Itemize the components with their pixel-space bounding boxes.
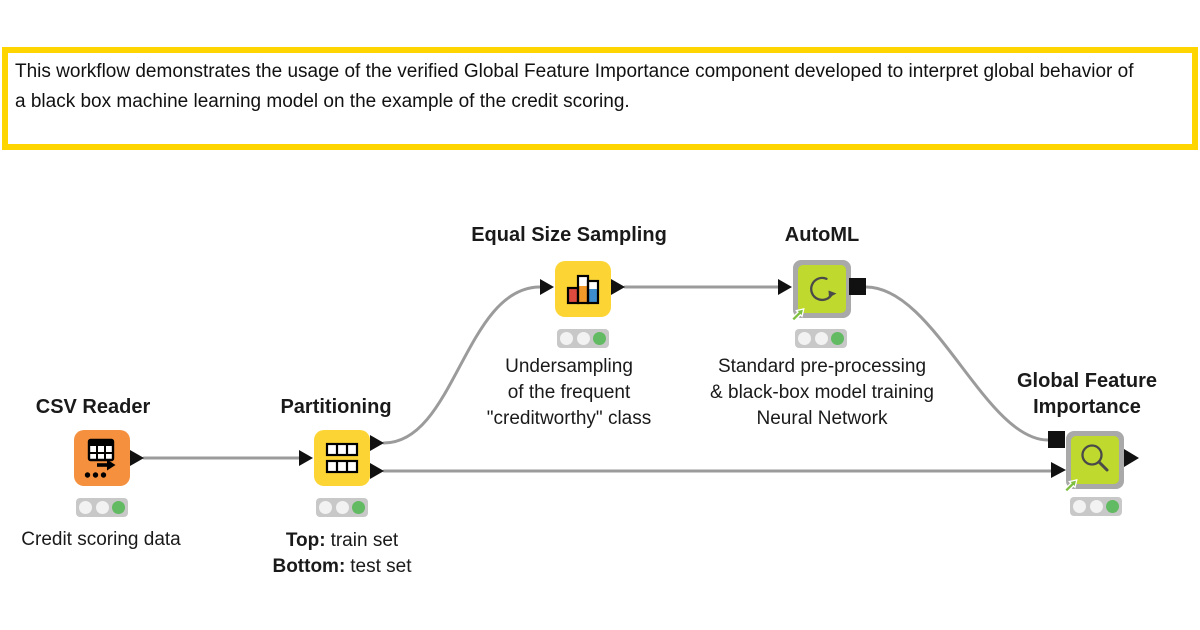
node-global-feature-importance[interactable]: [1063, 431, 1124, 494]
status-light-off: [814, 332, 828, 345]
component-body: [798, 265, 846, 313]
comment-value: train set: [330, 530, 399, 551]
table-export-icon: [84, 438, 116, 478]
status-light-off: [79, 501, 92, 514]
port-out-csv-reader[interactable]: [130, 450, 144, 466]
port-out-equal-size-sampling[interactable]: [611, 279, 625, 295]
comment-line: Bottom:test set: [272, 554, 411, 580]
comment-line: Undersampling: [505, 356, 633, 377]
node-comment-csv-reader[interactable]: Credit scoring data: [21, 527, 180, 553]
traffic-light-equal-size-sampling: [557, 329, 609, 348]
node-title-partitioning: Partitioning: [280, 396, 392, 418]
node-title-automl: AutoML: [784, 224, 860, 246]
port-in-automl[interactable]: [778, 279, 792, 295]
comment-key: Top:: [285, 530, 326, 551]
traffic-light-automl: [795, 329, 847, 348]
status-light-green: [352, 501, 365, 514]
magnifier-icon: [1081, 444, 1109, 472]
traffic-light-partitioning: [316, 498, 368, 517]
component-link-arrow-icon: [1063, 478, 1078, 494]
comment-line: of the frequent: [507, 382, 631, 403]
table-split-icon: [325, 442, 359, 474]
status-light-green: [593, 332, 606, 345]
node-csv-reader[interactable]: [74, 430, 130, 486]
node-comment-automl[interactable]: Standard pre-processing & black-box mode…: [710, 354, 934, 432]
title-line: Importance: [1033, 396, 1141, 418]
status-light-green: [831, 332, 844, 345]
port-in-equal-size-sampling[interactable]: [540, 279, 554, 295]
node-title-equal-size-sampling: Equal Size Sampling: [471, 224, 667, 246]
component-link-arrow-icon: [790, 307, 805, 323]
comment-line: & black-box model training: [710, 382, 934, 403]
comment-line: Top:train set: [272, 528, 411, 554]
traffic-light-csv-reader: [76, 498, 128, 517]
comment-key: Bottom:: [272, 556, 346, 577]
comment-line: Neural Network: [756, 408, 888, 429]
status-light-off: [560, 332, 573, 345]
port-out-top-partitioning[interactable]: [370, 435, 384, 451]
component-body: [1071, 436, 1119, 484]
node-title-csv-reader: CSV Reader: [35, 396, 151, 418]
node-comment-equal-size-sampling[interactable]: Undersampling of the frequent "creditwor…: [487, 354, 651, 432]
node-partitioning[interactable]: [314, 430, 370, 486]
status-light-green: [112, 501, 125, 514]
bar-chart-icon: [566, 274, 600, 305]
comment-line: "creditworthy" class: [486, 408, 652, 429]
status-light-off: [95, 501, 109, 514]
port-out-global-feature-importance[interactable]: [1124, 449, 1139, 467]
workflow-annotation-text: This workflow demonstrates the usage of …: [15, 61, 1134, 112]
refresh-loop-icon: [810, 276, 837, 302]
port-out-bottom-partitioning[interactable]: [370, 463, 384, 479]
node-equal-size-sampling[interactable]: [555, 261, 611, 317]
title-line: Global Feature: [1016, 370, 1158, 392]
status-light-off: [1073, 500, 1086, 513]
comment-value: test set: [350, 556, 412, 577]
node-automl[interactable]: [790, 260, 851, 323]
status-light-green: [1106, 500, 1119, 513]
status-light-off: [335, 501, 349, 514]
comment-line: Credit scoring data: [21, 529, 181, 550]
traffic-light-global-feature-importance: [1070, 497, 1122, 516]
status-light-off: [576, 332, 590, 345]
status-light-off: [1089, 500, 1103, 513]
port-in-partitioning[interactable]: [299, 450, 313, 466]
port-out-automl[interactable]: [849, 278, 866, 295]
status-light-off: [798, 332, 811, 345]
node-comment-partitioning[interactable]: Top:train set Bottom:test set: [272, 528, 411, 580]
comment-line: Standard pre-processing: [717, 356, 927, 377]
workflow-annotation[interactable]: This workflow demonstrates the usage of …: [2, 47, 1198, 150]
port-in-top-global-feature-importance[interactable]: [1048, 431, 1065, 448]
node-title-global-feature-importance: Global Feature Importance: [1017, 368, 1157, 420]
status-light-off: [319, 501, 332, 514]
